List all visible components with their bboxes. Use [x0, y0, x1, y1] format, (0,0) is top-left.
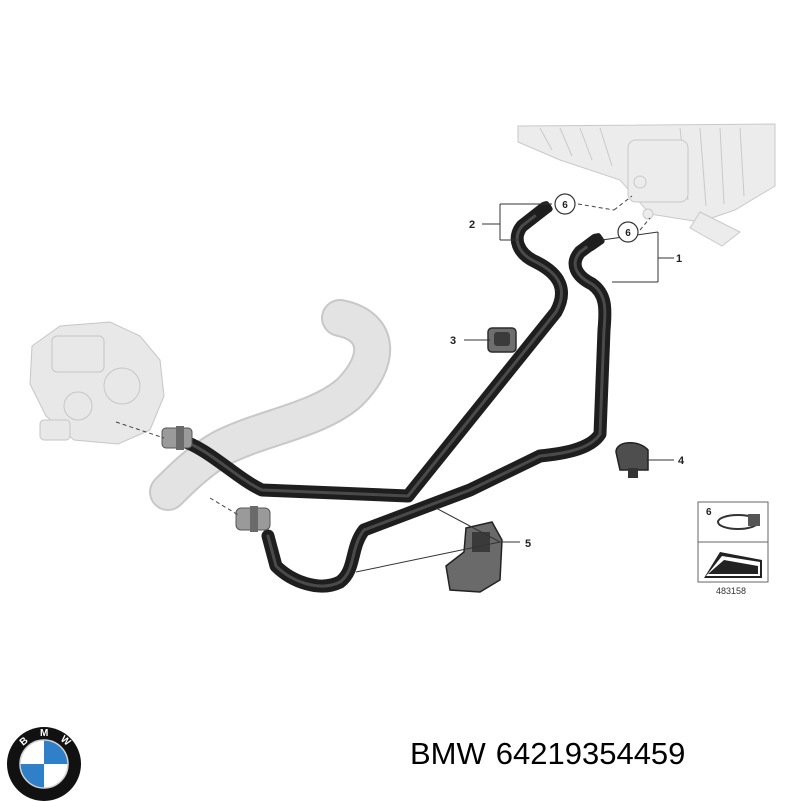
hose-1	[261, 233, 612, 593]
callout-leaders	[355, 203, 674, 573]
svg-text:6: 6	[562, 200, 568, 211]
connector-left-upper	[161, 426, 193, 450]
dashed-connectors	[115, 195, 651, 517]
radiator-ghost	[517, 123, 776, 247]
footer-caption: BMW 64219354459	[410, 736, 790, 776]
clip-top-2	[533, 201, 553, 219]
coolant-pump-ghost	[29, 321, 165, 445]
part-3-grommet	[487, 327, 517, 353]
legend-clip-label: 6	[706, 507, 712, 518]
hose-clamp-icon	[717, 514, 760, 530]
callout-2: 2	[469, 219, 475, 231]
part-5-bracket	[445, 521, 503, 593]
legend-box: 6	[697, 501, 769, 583]
callout-1: 1	[676, 253, 682, 265]
callout-clip-a: 6	[554, 193, 576, 215]
part-number: 64219354459	[495, 736, 686, 771]
callout-3: 3	[450, 335, 456, 347]
part-4-clip	[615, 442, 649, 478]
reference-number: 483158	[716, 586, 746, 596]
svg-text:6: 6	[625, 228, 631, 239]
callout-5: 5	[525, 538, 531, 550]
callout-4: 4	[678, 455, 685, 467]
main-hose-ghost	[149, 299, 392, 511]
clip-top-1	[585, 233, 605, 251]
wedge-icon	[704, 552, 762, 578]
connector-left-lower	[235, 506, 271, 532]
svg-text:M: M	[40, 728, 48, 739]
hose-2	[173, 201, 568, 503]
brand-name: BMW	[410, 736, 486, 771]
callout-clip-b: 6	[617, 221, 639, 243]
bmw-logo: B M W	[7, 727, 81, 801]
